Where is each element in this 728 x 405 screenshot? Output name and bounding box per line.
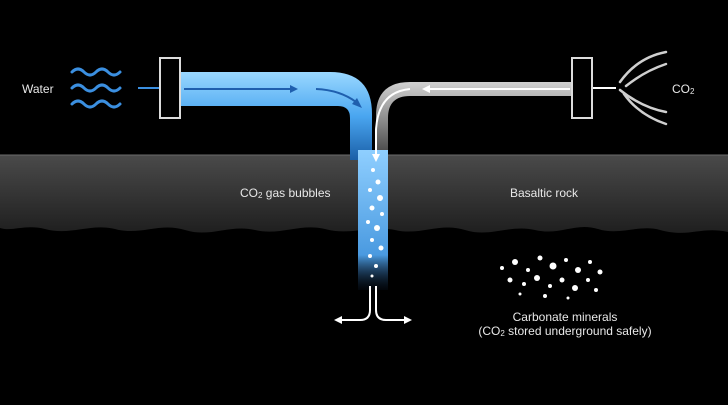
co2-label: CO2 <box>672 82 694 99</box>
co2-valve <box>571 57 593 119</box>
gas-bubbles-label: CO2 gas bubbles <box>240 186 331 203</box>
carbonate-line2-sub: 2 <box>500 329 505 338</box>
water-pipe <box>180 72 372 160</box>
co2-gas-lines-icon <box>618 50 668 126</box>
water-flow-arrowhead-1 <box>290 85 298 93</box>
carbonate-minerals-cluster <box>500 255 603 300</box>
co2-downflow-arrowhead <box>372 154 380 162</box>
gas-bubbles-label-sub: 2 <box>258 191 263 200</box>
outflow-arrowhead-right <box>404 316 412 324</box>
water-flow-arrows <box>184 88 357 103</box>
co2-flow-arrowhead <box>422 85 430 93</box>
water-label: Water <box>22 82 54 96</box>
carbonate-line2-prefix: (CO <box>478 324 501 338</box>
outflow-arrows <box>342 286 404 321</box>
co2-label-prefix: CO <box>672 82 690 96</box>
water-waves-icon <box>70 67 122 109</box>
water-valve <box>159 57 181 119</box>
gas-bubbles <box>366 168 384 278</box>
carbonate-minerals-label: Carbonate minerals (CO2 stored undergrou… <box>470 310 660 341</box>
carbonate-minerals-line1: Carbonate minerals <box>512 310 618 324</box>
co2-pipe <box>376 82 574 160</box>
carbonate-minerals-line2: (CO2 stored underground safely) <box>470 324 660 341</box>
gas-bubbles-label-suffix: gas bubbles <box>262 186 331 200</box>
outflow-arrowhead-left <box>334 316 342 324</box>
carbonate-line2-suffix: stored underground safely) <box>504 324 652 338</box>
injection-well <box>358 150 388 290</box>
co2-downflow-line <box>375 88 411 155</box>
water-flow-arrowhead-2 <box>352 98 362 108</box>
co2-label-sub: 2 <box>690 87 695 96</box>
basaltic-rock-label: Basaltic rock <box>510 186 579 200</box>
gas-bubbles-label-prefix: CO <box>240 186 258 200</box>
